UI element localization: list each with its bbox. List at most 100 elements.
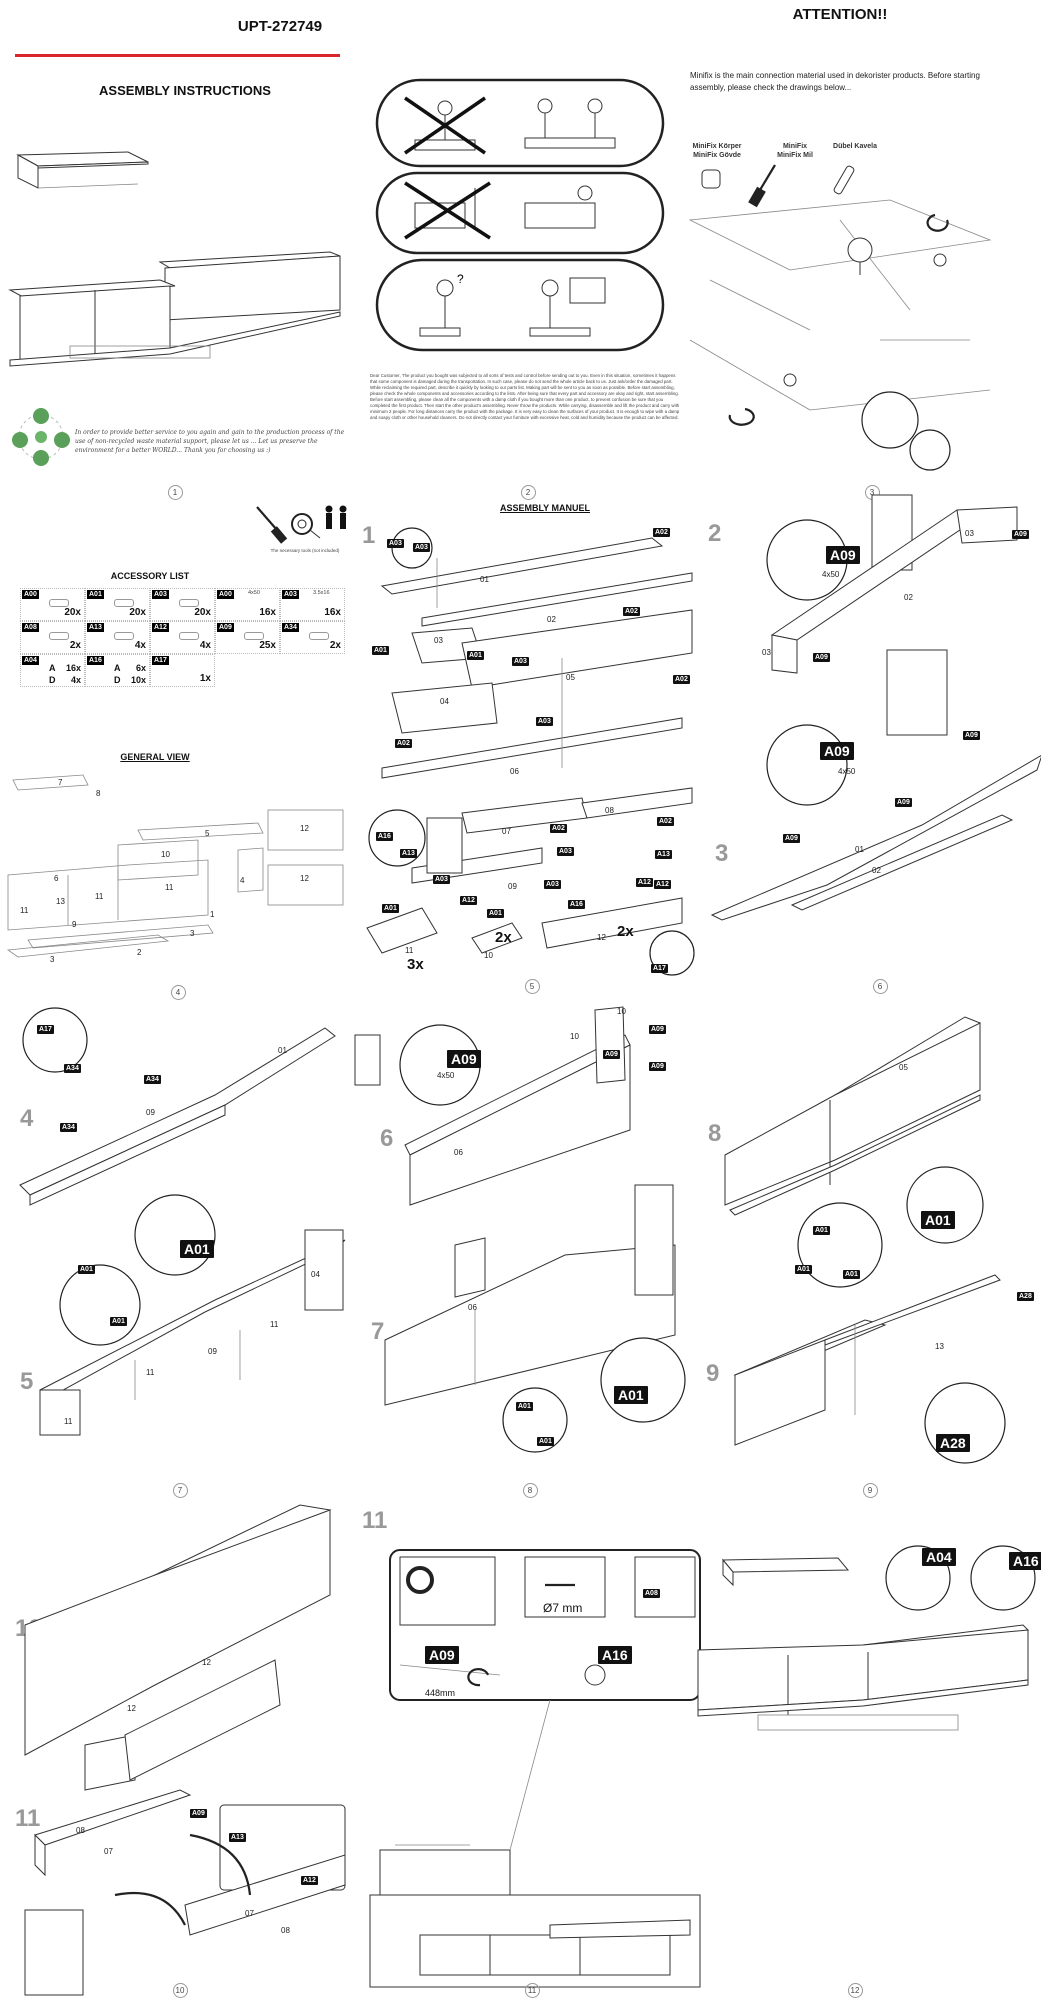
wall-shelf-drawing: [16, 151, 149, 189]
accessory-tag: A08: [643, 1589, 660, 1598]
accessory-tag: A16: [376, 832, 393, 841]
part-number: 4: [240, 876, 245, 885]
page-number-1: 1: [165, 485, 185, 500]
part-number: 09: [508, 882, 517, 891]
accessory-tag: A01: [372, 646, 389, 655]
accessory-tag: A17: [37, 1025, 54, 1034]
accessory-tag: A13: [229, 1833, 246, 1842]
part-number: 04: [440, 697, 449, 706]
dowel-label: Dübel Kavela: [833, 143, 877, 150]
general-view-drawing: [6, 774, 344, 958]
part-number: 12: [127, 1704, 136, 1713]
page-number-11: 11: [522, 1983, 542, 1998]
part-number: 02: [547, 615, 556, 624]
minifix-pin-label: MiniFix MiniFix Mil: [777, 143, 813, 160]
step-number: 2: [708, 520, 722, 547]
part-number: 01: [480, 575, 489, 584]
screwdriver-icon: [256, 506, 288, 544]
part-number: 01: [855, 845, 864, 854]
part-number: 3: [190, 929, 195, 938]
accessory-tag: A34: [144, 1075, 161, 1084]
part-number: 13: [935, 1342, 944, 1351]
part-number: 10: [570, 1032, 579, 1041]
part-number: 06: [510, 767, 519, 776]
accessory-tag: A12: [460, 896, 477, 905]
accessory-tag: A03: [544, 880, 561, 889]
step-number: 11: [15, 1805, 41, 1832]
accessory-cell: A04 A 16x D 4x: [20, 654, 85, 687]
part-number: 03: [434, 636, 443, 645]
accessory-shape: [114, 632, 134, 640]
accessory-cell-empty: [280, 654, 345, 687]
accessory-tag: A09: [783, 834, 800, 843]
accessory-tag: A09: [649, 1025, 666, 1034]
step-number: 3: [715, 840, 729, 867]
accessory-id: A17: [152, 656, 169, 665]
part-number: 08: [605, 806, 614, 815]
accessory-tag: A09: [190, 1809, 207, 1818]
accessory-qty: 20x: [129, 607, 146, 618]
accessory-tag: A02: [653, 528, 670, 537]
part-number: 11: [20, 906, 29, 915]
accessory-tag: A09: [1012, 530, 1029, 539]
screw-dimension: 4x50: [822, 570, 840, 579]
accessory-d-label: D: [49, 675, 56, 685]
accessory-id: A00: [22, 590, 39, 599]
part-number: 12: [597, 933, 606, 942]
accessory-shape: [49, 599, 69, 607]
accessory-cell: A03 20x: [150, 588, 215, 621]
part-number: 11: [405, 946, 414, 955]
quantity-label: 3x: [407, 956, 424, 973]
accessory-id: A03: [152, 590, 169, 599]
page-number-8: 8: [520, 1483, 540, 1498]
page-number-10: 10: [170, 1983, 190, 1998]
accessory-dim: 3.5x16: [313, 590, 330, 596]
part-number: 08: [76, 1826, 85, 1835]
accessory-tag: A09: [826, 546, 860, 564]
part-number: 12: [300, 874, 309, 883]
accessory-tag: A01: [537, 1437, 554, 1446]
part-number: 9: [72, 920, 77, 929]
general-view-title: GENERAL VIEW: [120, 752, 190, 762]
accessory-tag: A09: [820, 742, 854, 760]
accessory-tag: A01: [467, 651, 484, 660]
accessory-tag: A04: [922, 1548, 956, 1566]
accessory-tag: A28: [1017, 1292, 1034, 1301]
accessory-qty: 20x: [194, 607, 211, 618]
accessory-tag: A01: [614, 1386, 648, 1404]
accessory-tag: A09: [813, 653, 830, 662]
part-number: 2: [137, 948, 142, 957]
page-number-9: 9: [860, 1483, 880, 1498]
accessory-qty: 1x: [199, 673, 211, 684]
accessory-qty: 4x: [134, 640, 146, 651]
minifix-intro: Minifix is the main connection material …: [690, 71, 980, 92]
accessory-id: A08: [22, 623, 39, 632]
screw-dimension: 4x50: [838, 767, 856, 776]
eco-message: In order to provide better service to yo…: [75, 429, 345, 454]
attention-title: ATTENTION!!: [792, 6, 888, 23]
part-number: 03: [965, 529, 974, 538]
accessory-id: A16: [87, 656, 104, 665]
part-number: 11: [64, 1417, 73, 1426]
accessory-tag: A16: [568, 900, 585, 909]
accessory-qty: 25x: [259, 640, 276, 651]
step-number: 11: [362, 1507, 388, 1534]
wall-dimension: 448mm: [425, 1688, 456, 1698]
accessory-tag: A01: [921, 1211, 955, 1229]
accessory-cell: A17 1x: [150, 654, 215, 687]
accessory-id: A00: [217, 590, 234, 599]
accessory-id: A13: [87, 623, 104, 632]
part-number: 12: [202, 1658, 211, 1667]
accessory-id: A09: [217, 623, 234, 632]
accessory-tag: A12: [636, 878, 653, 887]
accessory-a-label: A: [114, 663, 121, 673]
part-number: 13: [56, 897, 65, 906]
accessory-d-qty: 10x: [130, 675, 146, 685]
accessory-cell: A16 A 6x D 10x: [85, 654, 150, 687]
